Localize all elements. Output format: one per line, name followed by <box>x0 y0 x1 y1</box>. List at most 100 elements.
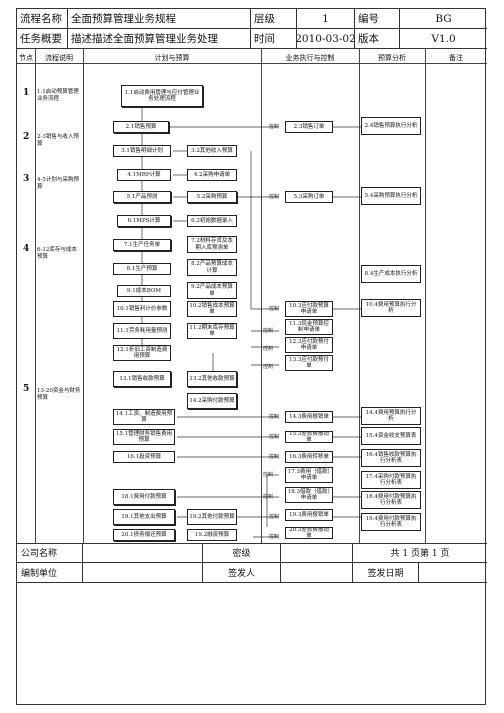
control-label: 控制 <box>263 494 274 500</box>
plan-box: 1.1启动费用管理与应付管理业务处理流程 <box>121 85 203 107</box>
plan-box: 15.1管理财务销售费用预算 <box>113 429 175 445</box>
process-name: 全面预算管理业务规程 <box>68 9 251 29</box>
company-name-value <box>83 543 203 563</box>
plan-box: 4.2采购申请单 <box>187 169 237 181</box>
analysis-box: 18.4费用付款预算执行分析表 <box>361 491 421 509</box>
overview: 描述描述全面预算管理业务处理 <box>68 29 251 49</box>
exec-box: 2.3销售订单 <box>285 121 333 133</box>
col-remark: 备注 <box>449 54 463 62</box>
desc-5: 13-20资金与财务预算 <box>37 388 81 401</box>
plan-box: 6.1MPS计算 <box>117 215 171 227</box>
control-label: 控制 <box>263 328 274 334</box>
col-node: 节点 <box>19 54 33 62</box>
version-value: V1.0 <box>400 29 487 49</box>
plan-box: 14.2采购付款预算 <box>187 393 237 409</box>
plan-box: 7.1生产任务单 <box>113 239 171 251</box>
analysis-box: 17.4采购付款预算执行分析表 <box>361 471 421 489</box>
plan-box: 14.1工资、制造费用预算 <box>113 409 175 425</box>
plan-box: 20.1债务偿还预算 <box>113 529 175 541</box>
plan-box: 9.1成本BOM <box>117 285 171 297</box>
process-name-label: 流程名称 <box>17 9 68 29</box>
analysis-box: 14.4费用预算执行分析 <box>361 407 421 425</box>
desc-2: 2-3销售与收入预算 <box>37 134 79 147</box>
exec-box: 19.3费用报销单 <box>285 509 333 521</box>
control-label: 控制 <box>263 364 274 370</box>
exec-box: 18.3借款（借款）申请单 <box>285 487 333 503</box>
control-label: 控制 <box>269 434 280 440</box>
plan-box: 19.1其他支出预算 <box>113 509 175 525</box>
col-plan-budget: 计划与预算 <box>154 54 190 62</box>
desc-3: 4-5计划与采购预算 <box>37 177 79 190</box>
secret-level-label: 密级 <box>203 543 281 563</box>
issue-date-value <box>419 563 487 583</box>
plan-box: 6.2初始数据录入 <box>187 215 237 227</box>
node-3: 3 <box>23 174 30 184</box>
issuer-label: 签发人 <box>203 563 281 583</box>
plan-box: 5.2采购预算 <box>187 191 237 203</box>
exec-box: 20.3差旅费报销单 <box>285 527 333 539</box>
plan-box: 10.1销售利计价参数 <box>113 301 171 317</box>
plan-box: 19.2其他付款预算 <box>187 509 237 525</box>
exec-box: 10.3应付款预算申请单 <box>285 301 333 317</box>
node-5: 5 <box>23 384 30 394</box>
exec-box: 16.3费用转移单 <box>285 451 333 463</box>
unit-label: 编制单位 <box>17 563 83 583</box>
plan-box: 12.1折旧工资制造费用预算 <box>113 345 171 361</box>
plan-box: 11.1劳务耗用量预测 <box>113 323 171 339</box>
plan-box: 2.1销售预算 <box>113 121 169 133</box>
exec-box: 13.3应付款预付单 <box>285 355 333 371</box>
desc-1: 1.1启动预算管理业务流程 <box>37 89 79 102</box>
company-name-label: 公司名称 <box>17 543 83 563</box>
control-label: 控制 <box>269 306 280 312</box>
process-document: 流程名称 全面预算管理业务规程 层级 1 编号 BG 任务概要 描述描述全面预算… <box>16 8 487 705</box>
desc-4: 6-12库存与成本预算 <box>37 247 77 260</box>
plan-box: 13.2其他收款预算 <box>187 371 237 387</box>
analysis-box: 5.4采购预算执行分析 <box>361 187 421 205</box>
analysis-box: 19.4费用付款预算执行分析表 <box>361 513 421 531</box>
plan-box: 13.1销售收款预算 <box>113 371 171 387</box>
col-budget-analysis: 预算分析 <box>378 54 406 62</box>
overview-label: 任务概要 <box>17 29 68 49</box>
node-1: 1 <box>23 88 30 98</box>
exec-box: 15.3差旅费报销单 <box>285 431 333 443</box>
exec-box: 12.3应付款预付申请单 <box>285 337 333 353</box>
node-4: 4 <box>23 244 30 254</box>
plan-box: 3.2其他收入预算 <box>187 145 237 157</box>
plan-box: 16.1投资预算 <box>113 451 175 463</box>
plan-box: 11.2期末库存预算单 <box>187 323 237 339</box>
plan-box: 8.2产品预算成本计算 <box>187 259 237 276</box>
plan-box: 7.2材料存货及本期入库预测单 <box>187 236 237 253</box>
analysis-box: 16.4销售收款预算执行分析表 <box>361 449 421 467</box>
control-label: 控制 <box>269 194 280 200</box>
level-value: 1 <box>297 9 355 29</box>
analysis-box: 2.4销售预算执行分析 <box>361 117 421 135</box>
control-label: 控制 <box>263 346 274 352</box>
plan-box: 18.1费用付款预算 <box>113 489 175 505</box>
control-label: 控制 <box>269 124 280 130</box>
control-label: 控制 <box>269 534 280 540</box>
col-flow-desc: 流程说明 <box>45 54 73 62</box>
analysis-box: 10.4费用预算执行分析 <box>361 299 421 317</box>
secret-level-value <box>281 543 353 563</box>
plan-box: 10.2销售成本预算单 <box>187 301 237 317</box>
col-exec-control: 业务执行与控制 <box>285 54 335 62</box>
code-value: BG <box>400 9 487 29</box>
control-label: 控制 <box>269 514 280 520</box>
version-label: 版本 <box>355 29 400 49</box>
time-label: 时间 <box>251 29 297 49</box>
analysis-box: 8.4生产成本执行分析 <box>361 265 421 283</box>
level-label: 层级 <box>251 9 297 29</box>
exec-box: 5.3采购订单 <box>285 191 333 203</box>
plan-box: 5.1产品预测 <box>113 191 171 203</box>
plan-box: 19.2融资预算 <box>187 529 237 541</box>
plan-box: 4.1MRP计算 <box>117 169 171 181</box>
plan-box: 8.1生产预算 <box>113 263 171 275</box>
control-label: 控制 <box>263 472 274 478</box>
page-count: 共 1 页第 1 页 <box>353 543 487 563</box>
unit-value <box>83 563 203 583</box>
control-label: 控制 <box>269 414 280 420</box>
code-label: 编号 <box>355 9 400 29</box>
analysis-box: 15.4资金收支预算表 <box>361 427 421 445</box>
exec-box: 17.3费用（借款）申请单 <box>285 467 333 483</box>
issue-date-label: 签发日期 <box>353 563 419 583</box>
